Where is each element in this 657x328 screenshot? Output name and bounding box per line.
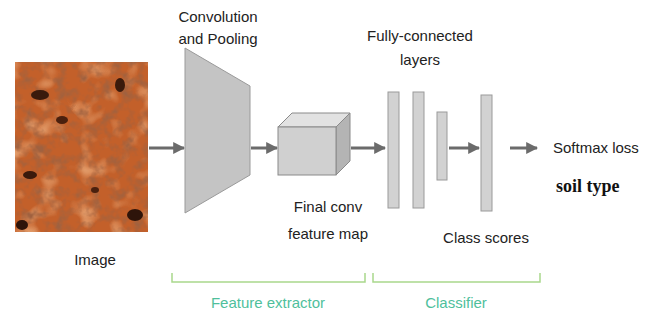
flow-arrow (149, 147, 184, 150)
block-label: Image (45, 250, 145, 270)
flow-arrow (449, 147, 479, 150)
block-label: Final conv feature map (278, 193, 378, 247)
conv-trapezoid (185, 48, 250, 213)
block-label: Fully-connected layers (362, 24, 478, 72)
layer-block: Image (15, 62, 148, 232)
soil-image (15, 62, 148, 232)
block-label: Convolution and Pooling (168, 6, 268, 50)
output-label: Softmax loss (553, 139, 639, 156)
layer-block: Convolution and Pooling (185, 48, 250, 213)
layer-block: Final conv feature map (278, 113, 350, 175)
layer-block: Fully-connected layers (386, 90, 448, 208)
bracket (172, 273, 365, 282)
stage-label: Classifier (406, 294, 506, 311)
layer-block: Class scores (480, 93, 493, 213)
flow-arrow (251, 147, 277, 150)
flow-arrow (351, 147, 385, 150)
output-class: soil type (556, 176, 620, 197)
block-label: Class scores (436, 228, 536, 248)
output-arrow (510, 147, 537, 150)
fc-bars (388, 92, 492, 211)
stage-label: Feature extractor (193, 294, 343, 311)
bracket (373, 273, 540, 282)
feature-map-cube (278, 113, 350, 175)
